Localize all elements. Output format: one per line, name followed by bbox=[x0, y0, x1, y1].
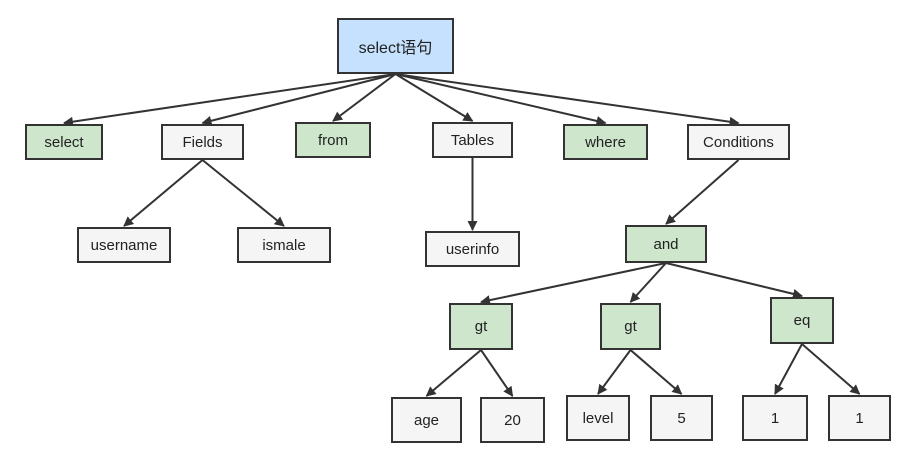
edge-gt1-to-v20 bbox=[480, 349, 514, 397]
edge-root-to-fields bbox=[201, 73, 396, 126]
node-gt1: gt bbox=[449, 303, 513, 350]
node-v20: 20 bbox=[480, 397, 545, 443]
node-label: Fields bbox=[182, 133, 223, 151]
edge-root-to-select bbox=[63, 73, 396, 127]
node-username: username bbox=[77, 227, 171, 263]
node-select: select bbox=[25, 124, 103, 160]
node-label: select语句 bbox=[358, 40, 433, 57]
edge-and-to-gt2 bbox=[629, 262, 667, 303]
node-label: 20 bbox=[504, 411, 521, 429]
node-label: age bbox=[413, 411, 440, 429]
node-v5: 5 bbox=[650, 395, 713, 441]
node-label: select bbox=[44, 133, 84, 151]
node-userinfo: userinfo bbox=[425, 231, 520, 267]
edge-eq-to-one_b bbox=[801, 343, 861, 395]
edge-and-to-eq bbox=[665, 262, 803, 299]
edge-root-to-from bbox=[332, 73, 397, 122]
node-age: age bbox=[391, 397, 462, 443]
node-label: username bbox=[90, 236, 158, 254]
node-root: select语句 bbox=[337, 18, 454, 74]
node-label: Tables bbox=[450, 131, 495, 149]
node-label: ismale bbox=[262, 236, 306, 254]
edge-and-to-gt1 bbox=[480, 262, 667, 306]
edge-fields-to-username bbox=[123, 159, 204, 227]
edge-gt2-to-v5 bbox=[629, 349, 683, 395]
node-label: eq bbox=[793, 312, 811, 329]
node-label: and bbox=[653, 235, 679, 253]
node-conditions: Conditions bbox=[687, 124, 790, 160]
node-label: 5 bbox=[677, 409, 686, 427]
node-label: gt bbox=[624, 318, 637, 335]
edge-eq-to-one_a bbox=[774, 343, 803, 395]
node-where: where bbox=[563, 124, 648, 160]
node-fields: Fields bbox=[161, 124, 244, 160]
node-eq: eq bbox=[770, 297, 834, 344]
node-label: gt bbox=[474, 318, 488, 335]
node-label: 1 bbox=[770, 409, 780, 427]
edge-root-to-conditions bbox=[395, 73, 740, 127]
node-tables: Tables bbox=[432, 122, 513, 158]
node-from: from bbox=[295, 122, 371, 158]
edge-root-to-tables bbox=[394, 73, 474, 122]
node-label: userinfo bbox=[445, 240, 500, 258]
node-one-b: 1 bbox=[828, 395, 891, 441]
node-label: from bbox=[318, 131, 348, 149]
node-and: and bbox=[625, 225, 707, 263]
node-one-a: 1 bbox=[742, 395, 808, 441]
edge-root-to-where bbox=[395, 73, 607, 126]
edge-gt1-to-age bbox=[425, 349, 482, 397]
node-ismale: ismale bbox=[237, 227, 331, 263]
edge-conditions-to-and bbox=[665, 159, 740, 225]
node-gt2: gt bbox=[600, 303, 661, 350]
node-label: Conditions bbox=[703, 133, 774, 151]
node-label: where bbox=[585, 133, 626, 151]
node-label: 1 bbox=[855, 409, 864, 427]
edge-gt2-to-level bbox=[597, 349, 632, 395]
node-level: level bbox=[566, 395, 630, 441]
node-label: level bbox=[582, 409, 614, 427]
edge-fields-to-ismale bbox=[201, 159, 285, 227]
